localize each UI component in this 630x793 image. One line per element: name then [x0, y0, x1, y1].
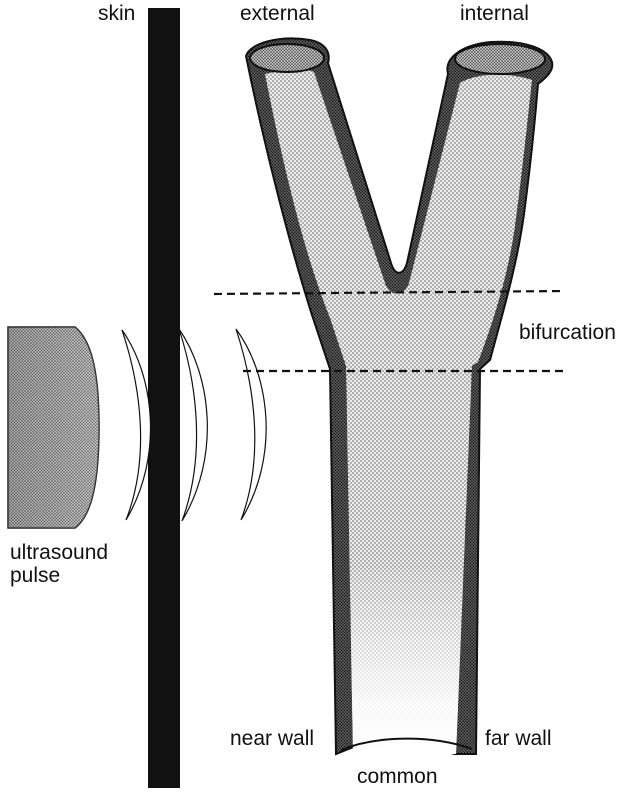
internal-label: internal	[460, 2, 529, 25]
ultrasound-pulse-label: ultrasound pulse	[10, 541, 109, 587]
near-wall-label: near wall	[230, 727, 315, 750]
carotid-lumen-fade	[265, 69, 532, 755]
bifurcation-upper-line	[213, 289, 566, 296]
common-artery-opening	[340, 737, 473, 751]
ultrasound-wave-3	[235, 328, 267, 521]
internal-artery-opening	[454, 43, 546, 75]
external-artery-opening	[249, 43, 325, 73]
common-label: common	[357, 765, 438, 788]
external-label: external	[240, 2, 315, 25]
ultrasound-pulse-source-shade	[8, 327, 99, 528]
far-wall-label: far wall	[485, 727, 552, 750]
skin-layer	[148, 8, 180, 788]
ultrasound-wave-2	[178, 328, 208, 522]
ultrasound-wave-1	[121, 329, 152, 521]
skin-label: skin	[98, 2, 136, 25]
bifurcation-label: bifurcation	[519, 321, 616, 344]
